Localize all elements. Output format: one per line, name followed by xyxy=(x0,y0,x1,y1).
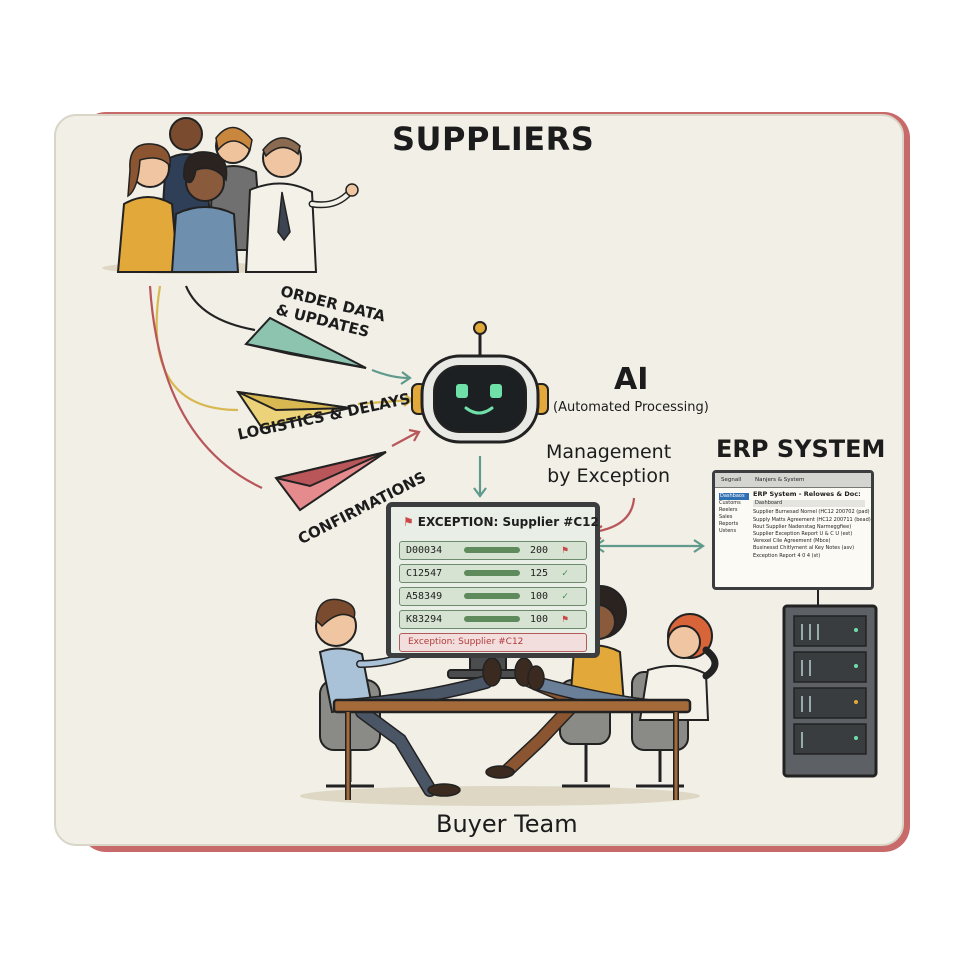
row-id: C12547 xyxy=(406,568,443,579)
server-rack-icon xyxy=(782,604,878,778)
flag-icon: ⚑ xyxy=(562,545,569,556)
row-bar xyxy=(464,570,520,576)
exception-row: D00034 200 ⚑ xyxy=(399,541,587,560)
robot-icon xyxy=(411,321,549,444)
erp-tab: Segnall xyxy=(721,477,742,483)
erp-sidebar: Dashbaos Customs Reelers Sales Reports U… xyxy=(719,493,749,535)
flag-icon: ⚑ xyxy=(562,614,569,625)
erp-sidebar-item: Sales xyxy=(719,514,733,520)
erp-window: Segnall Nanjers & System Dashbaos Custom… xyxy=(712,470,874,590)
exception-alert-row: Exception: Supplier #C12 xyxy=(399,633,587,652)
erp-line: Supplier Burnesad Nornel (HC12 200702 (p… xyxy=(753,509,870,516)
exception-alert-text: Exception: Supplier #C12 xyxy=(408,637,524,647)
exception-row: A58349 100 ✓ xyxy=(399,587,587,606)
ai-subtitle: (Automated Processing) xyxy=(553,400,709,415)
paper-plane-icon xyxy=(244,316,367,369)
erp-sidebar-item: Dashbaos xyxy=(719,493,749,500)
exception-row: K83294 100 ⚑ xyxy=(399,610,587,629)
row-bar xyxy=(464,593,520,599)
ai-title: AI xyxy=(614,362,649,397)
row-qty: 125 xyxy=(530,568,549,579)
row-qty: 200 xyxy=(530,545,549,556)
paper-plane-icon xyxy=(235,390,351,430)
erp-main: ERP System - Relowes & Doc: Dashboard Su… xyxy=(753,490,871,560)
management-by-exception-label: Management by Exception xyxy=(546,440,671,488)
supplier-group-illustration xyxy=(102,117,359,274)
row-bar xyxy=(464,547,520,553)
row-qty: 100 xyxy=(530,614,549,625)
row-bar xyxy=(464,616,520,622)
erp-line: Verexel Cile Agreement (Mbce) xyxy=(753,538,831,545)
erp-sidebar-item: Reports xyxy=(719,521,739,527)
erp-titlebar: Segnall Nanjers & System xyxy=(715,473,871,488)
management-line: Management xyxy=(546,441,672,463)
management-line: by Exception xyxy=(547,465,671,487)
exception-header: ⚑EXCEPTION: Supplier #C12 xyxy=(403,515,599,529)
check-icon: ✓ xyxy=(562,591,569,602)
erp-sidebar-item: Reelers xyxy=(719,507,738,513)
erp-line: Exception Report 4 0 4 (st) xyxy=(753,552,821,559)
erp-line: Businessd Chitlyment al Key Notes (asv) xyxy=(753,545,855,552)
erp-tab: Nanjers & System xyxy=(755,477,805,483)
erp-sidebar-item: Customs xyxy=(719,500,741,506)
erp-heading: ERP System - Relowes & Doc: xyxy=(753,490,861,498)
row-qty: 100 xyxy=(530,591,549,602)
buyer-team-illustration xyxy=(300,585,719,806)
erp-line: Supplier Exception Report U & C U (est) xyxy=(753,531,853,538)
buyer-team-label: Buyer Team xyxy=(436,810,578,838)
row-id: K83294 xyxy=(406,614,443,625)
suppliers-title: SUPPLIERS xyxy=(392,120,595,158)
erp-title: ERP SYSTEM xyxy=(716,435,886,463)
exception-row: C12547 125 ✓ xyxy=(399,564,587,583)
exception-monitor: ⚑EXCEPTION: Supplier #C12 D00034 200 ⚑ C… xyxy=(386,502,600,658)
erp-sidebar-item: Ustens xyxy=(719,528,737,534)
exception-header-text: EXCEPTION: Supplier #C12 xyxy=(417,515,599,529)
erp-line: Supply Matts Agreement (HC12 200711 (bea… xyxy=(753,516,871,523)
erp-line: Rout Supplier Nadenstag Narmeggfiee) xyxy=(753,523,852,530)
flag-icon: ⚑ xyxy=(403,515,414,529)
erp-section: Dashboard xyxy=(753,500,865,508)
exception-rows: D00034 200 ⚑ C12547 125 ✓ A58349 100 ✓ K… xyxy=(399,541,587,656)
check-icon: ✓ xyxy=(562,568,569,579)
paper-plane-icon xyxy=(274,451,387,512)
row-id: D00034 xyxy=(406,545,443,556)
row-id: A58349 xyxy=(406,591,443,602)
